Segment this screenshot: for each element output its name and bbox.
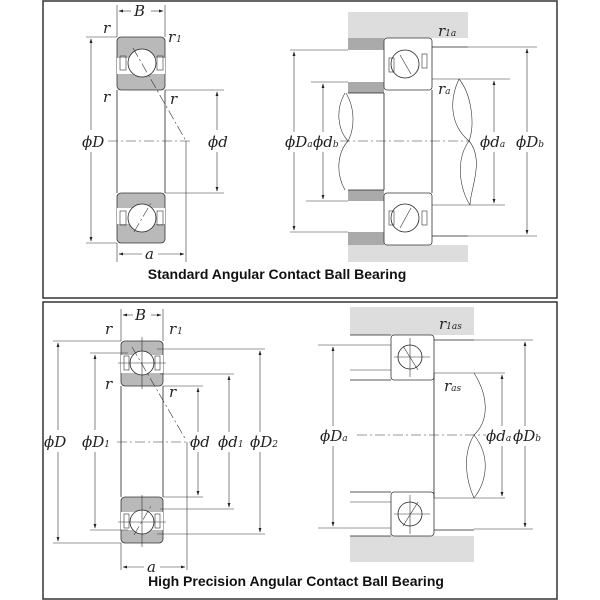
label-outer-diameter: ϕD xyxy=(82,133,104,151)
label-B: B xyxy=(134,306,146,324)
high-precision-mounting-section xyxy=(318,307,533,562)
label-outer-diameter: ϕD xyxy=(44,433,66,451)
high-precision-bearing-panel: B r r1 r r ϕD ϕD1 ϕd ϕd1 ϕD2 a r1as ras … xyxy=(42,301,558,600)
standard-bearing-panel: B r r1 r r ϕD ϕd a r1a ra ϕDa ϕdb ϕda ϕD… xyxy=(42,0,558,299)
label-ras: ras xyxy=(444,377,462,395)
label-r: r xyxy=(103,19,111,37)
standard-bearing-section xyxy=(108,36,192,244)
label-d1: ϕd1 xyxy=(218,433,244,451)
label-a: a xyxy=(147,558,156,576)
label-r: r xyxy=(105,375,113,393)
high-precision-dimensions xyxy=(53,309,265,570)
label-r1: r1 xyxy=(168,28,182,46)
high-precision-bearing-section xyxy=(117,337,190,547)
label-Da: ϕDa xyxy=(285,133,313,151)
label-D2: ϕD2 xyxy=(250,433,278,451)
label-r: r xyxy=(169,383,177,401)
label-r1: r1 xyxy=(169,320,183,338)
label-db: ϕdb xyxy=(313,133,339,151)
label-B: B xyxy=(133,2,145,20)
panel-title: High Precision Angular Contact Ball Bear… xyxy=(148,573,444,589)
label-Da: ϕDa xyxy=(320,427,348,445)
standard-left-labels: B r r1 r r ϕD ϕd a xyxy=(82,2,228,263)
label-r1a: r1a xyxy=(438,22,456,40)
label-D1: ϕD1 xyxy=(82,433,110,451)
standard-right-labels: r1a ra ϕDa ϕdb ϕda ϕDb xyxy=(285,22,544,151)
panel-title: Standard Angular Contact Ball Bearing xyxy=(148,266,407,282)
label-r: r xyxy=(170,90,178,108)
label-Db: ϕDb xyxy=(516,133,544,151)
panel-frame xyxy=(42,301,558,600)
label-ra: ra xyxy=(438,80,451,98)
label-da: ϕda xyxy=(480,133,505,151)
label-r: r xyxy=(105,320,113,338)
label-r: r xyxy=(103,88,111,106)
ball xyxy=(127,48,157,78)
standard-mounting-section xyxy=(290,12,537,262)
label-da: ϕda xyxy=(486,427,511,445)
label-bore-diameter: ϕd xyxy=(208,133,228,151)
ball xyxy=(127,203,157,233)
standard-dimensions xyxy=(86,5,224,262)
label-bore-diameter: ϕd xyxy=(190,433,210,451)
label-Db: ϕDb xyxy=(513,427,541,445)
high-precision-left-labels: B r r1 r r ϕD ϕD1 ϕd ϕd1 ϕD2 a xyxy=(44,306,278,576)
label-r1as: r1as xyxy=(439,315,462,333)
high-precision-right-labels: r1as ras ϕDa ϕda ϕDb xyxy=(320,315,541,445)
label-a: a xyxy=(145,245,154,263)
